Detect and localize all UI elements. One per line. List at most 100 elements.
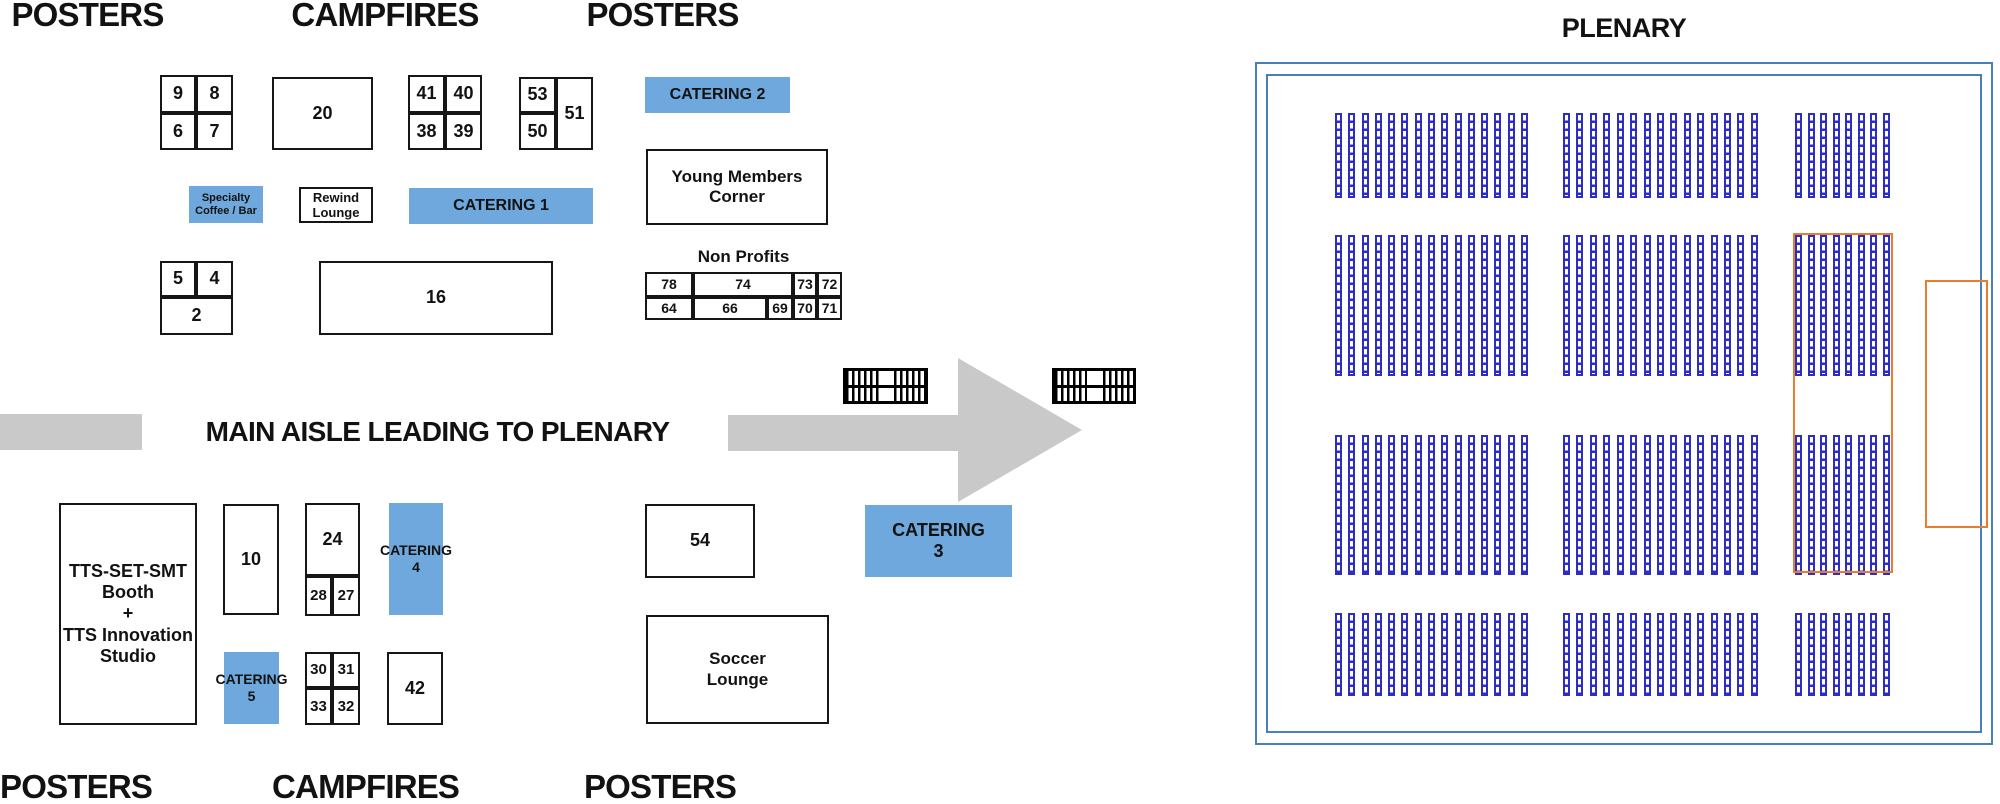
catering-1: CATERING 1 <box>409 188 593 224</box>
seat-row-bar <box>1467 113 1475 198</box>
plenary-room-outline <box>1255 62 1993 745</box>
seat-block-r4-c1 <box>1335 613 1528 696</box>
rewind-lounge: Rewind Lounge <box>299 187 373 223</box>
main-aisle-bar <box>0 414 142 450</box>
seat-row-bar <box>1737 613 1745 696</box>
booth-27: 27 <box>332 576 360 616</box>
seat-row-bar <box>1656 235 1664 376</box>
seat-row-bar <box>1750 113 1758 198</box>
seat-row-bar <box>1603 613 1611 696</box>
booth-71: 71 <box>817 297 842 320</box>
seat-row-bar <box>1576 435 1584 575</box>
catering-2: CATERING 2 <box>645 77 790 113</box>
seat-row-bar <box>1454 613 1462 696</box>
seat-row-bar <box>1414 613 1422 696</box>
seat-row-bar <box>1348 435 1356 575</box>
booth-28: 28 <box>305 576 332 616</box>
seat-row-bar <box>1374 113 1382 198</box>
seat-row-bar <box>1348 613 1356 696</box>
booth-39: 39 <box>445 113 482 150</box>
seat-row-bar <box>1737 235 1745 376</box>
seat-row-bar <box>1494 435 1502 575</box>
seat-row-bar <box>1374 235 1382 376</box>
seat-row-bar <box>1414 435 1422 575</box>
seat-row-bar <box>1616 235 1624 376</box>
seat-row-bar <box>1710 613 1718 696</box>
plenary-room-inner-outline <box>1266 74 1982 733</box>
seat-row-bar <box>1670 113 1678 198</box>
booth-64: 64 <box>645 297 693 320</box>
seat-row-bar <box>1683 435 1691 575</box>
seat-row-bar <box>1520 235 1528 376</box>
seat-row-bar <box>1670 435 1678 575</box>
seat-row-bar <box>1807 235 1815 376</box>
seat-row-bar <box>1845 613 1853 696</box>
seat-row-bar <box>1563 113 1570 198</box>
seat-row-bar <box>1845 235 1853 376</box>
seat-row-bar <box>1750 435 1758 575</box>
seat-row-bar <box>1683 113 1691 198</box>
booth-78: 78 <box>645 272 693 297</box>
seat-row-bar <box>1857 613 1865 696</box>
seat-row-bar <box>1576 113 1584 198</box>
seat-row-bar <box>1795 113 1802 198</box>
seat-row-bar <box>1807 435 1815 575</box>
seat-row-bar <box>1467 435 1475 575</box>
seat-row-bar <box>1683 613 1691 696</box>
seat-row-bar <box>1832 113 1840 198</box>
seat-row-bar <box>1882 235 1890 376</box>
seat-row-bar <box>1795 613 1802 696</box>
seat-row-bar <box>1882 113 1890 198</box>
seat-row-bar <box>1401 113 1409 198</box>
seat-row-bar <box>1520 435 1528 575</box>
seat-row-bar <box>1507 235 1515 376</box>
heading-posters-top-left: POSTERS <box>11 0 164 33</box>
side-platform-zone <box>1925 280 1988 528</box>
seat-row-bar <box>1507 113 1515 198</box>
seat-block-r1-c1 <box>1335 113 1528 198</box>
young-members-corner: Young Members Corner <box>646 149 828 225</box>
seat-row-bar <box>1603 235 1611 376</box>
seat-row-bar <box>1616 613 1624 696</box>
booth-32: 32 <box>332 688 360 725</box>
aisle-grate-2-icon <box>1052 368 1136 404</box>
seat-row-bar <box>1630 435 1638 575</box>
seat-row-bar <box>1361 235 1369 376</box>
seat-row-bar <box>1807 613 1815 696</box>
seat-row-bar <box>1670 613 1678 696</box>
seat-row-bar <box>1710 435 1718 575</box>
booth-10: 10 <box>223 504 279 615</box>
seat-row-bar <box>1348 235 1356 376</box>
specialty-coffee-bar: Specialty Coffee / Bar <box>189 186 263 223</box>
booth-42: 42 <box>387 652 443 725</box>
seat-row-bar <box>1845 113 1853 198</box>
booth-7: 7 <box>196 113 233 150</box>
seat-row-bar <box>1441 235 1449 376</box>
seat-row-bar <box>1361 113 1369 198</box>
seat-row-bar <box>1724 613 1732 696</box>
seat-row-bar <box>1374 613 1382 696</box>
booth-2: 2 <box>160 297 233 335</box>
seat-row-bar <box>1882 435 1890 575</box>
booth-8: 8 <box>196 75 233 113</box>
seat-row-bar <box>1589 235 1597 376</box>
main-aisle-label: MAIN AISLE LEADING TO PLENARY <box>205 416 670 447</box>
seat-row-bar <box>1361 613 1369 696</box>
seat-row-bar <box>1467 235 1475 376</box>
seat-row-bar <box>1520 113 1528 198</box>
heading-posters-bottom-left: POSTERS <box>0 768 153 804</box>
seat-row-bar <box>1507 613 1515 696</box>
seat-row-bar <box>1870 113 1878 198</box>
seat-row-bar <box>1643 613 1651 696</box>
seat-row-bar <box>1563 235 1570 376</box>
seat-row-bar <box>1832 613 1840 696</box>
heading-posters-bottom-right: POSTERS <box>583 768 737 804</box>
seat-row-bar <box>1388 113 1396 198</box>
plenary-title: PLENARY <box>1561 12 1687 43</box>
seat-row-bar <box>1737 113 1745 198</box>
seat-row-bar <box>1401 435 1409 575</box>
seat-row-bar <box>1427 235 1435 376</box>
seat-row-bar <box>1882 613 1890 696</box>
seat-row-bar <box>1507 435 1515 575</box>
